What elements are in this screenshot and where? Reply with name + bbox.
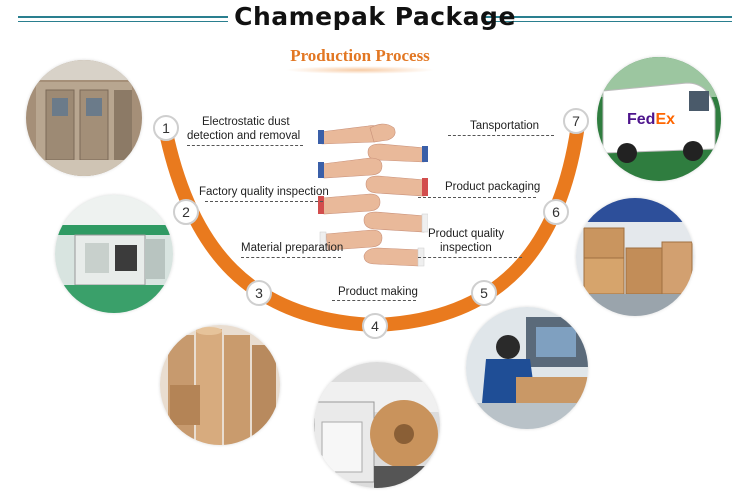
sleeve-2 bbox=[422, 146, 428, 162]
page-title: Chamepak Package bbox=[234, 2, 516, 31]
photo-product-making bbox=[314, 362, 440, 488]
title-rule-left-thin bbox=[18, 21, 228, 22]
sleeve-3 bbox=[318, 162, 324, 178]
step-label-1-line1: Electrostatic dust bbox=[202, 116, 290, 128]
hand-5 bbox=[321, 193, 381, 215]
step-badge-2: 2 bbox=[173, 199, 199, 225]
step-badge-6: 6 bbox=[543, 199, 569, 225]
step-label-7: Tansportation bbox=[470, 120, 540, 132]
photo-factory-inspection bbox=[55, 195, 173, 313]
hand-6 bbox=[363, 211, 427, 233]
step-label-2: Factory quality inspection bbox=[199, 186, 329, 198]
stacked-hands-illustration bbox=[318, 123, 428, 267]
step-label-6-underline bbox=[418, 197, 536, 198]
step-badge-4: 4 bbox=[362, 313, 388, 339]
photo-transportation-van: FedEx bbox=[597, 57, 721, 181]
hand-4 bbox=[365, 175, 427, 197]
step-label-7-underline bbox=[448, 135, 554, 136]
step-label-3: Material preparation bbox=[241, 242, 344, 254]
photo-quality-inspection bbox=[466, 307, 588, 429]
step-label-1-line2: detection and removal bbox=[187, 130, 301, 142]
step-label-5-underline bbox=[418, 257, 522, 258]
step-badge-7: 7 bbox=[563, 108, 589, 134]
step-badge-5: 5 bbox=[471, 280, 497, 306]
photo-material-rolls bbox=[160, 325, 280, 445]
step-label-5-line2: inspection bbox=[440, 242, 492, 254]
sleeve-1 bbox=[318, 130, 324, 144]
hand-3 bbox=[321, 157, 383, 179]
step-label-4-underline bbox=[332, 300, 416, 301]
step-label-5-line1: Product quality bbox=[428, 228, 505, 240]
step-label-3-underline bbox=[241, 257, 341, 258]
fedex-logo-ex: Ex bbox=[655, 111, 676, 128]
sleeve-6 bbox=[421, 213, 428, 233]
subtitle-glow bbox=[285, 66, 435, 74]
step-label-1-underline bbox=[187, 145, 303, 146]
fedex-logo-fed: Fed bbox=[627, 111, 656, 128]
fedex-logo: FedEx bbox=[627, 111, 675, 129]
photo-product-packaging bbox=[576, 198, 694, 316]
step-label-6: Product packaging bbox=[445, 181, 541, 193]
title-rule-left bbox=[18, 16, 228, 18]
step-badge-3: 3 bbox=[246, 280, 272, 306]
title-rule-right bbox=[482, 16, 732, 18]
step-label-2-underline bbox=[205, 201, 323, 202]
title-rule-right-thin bbox=[482, 21, 732, 22]
photo-dust-removal-room bbox=[26, 60, 142, 176]
page-subtitle: Production Process bbox=[290, 46, 430, 65]
sleeve-7 bbox=[319, 231, 327, 251]
hand-8 bbox=[363, 247, 423, 267]
fist-1 bbox=[369, 123, 396, 143]
sleeve-4 bbox=[422, 178, 428, 196]
hand-7 bbox=[325, 229, 383, 251]
step-label-4: Product making bbox=[338, 286, 418, 298]
step-badge-1: 1 bbox=[153, 115, 179, 141]
sleeve-5 bbox=[318, 196, 324, 214]
